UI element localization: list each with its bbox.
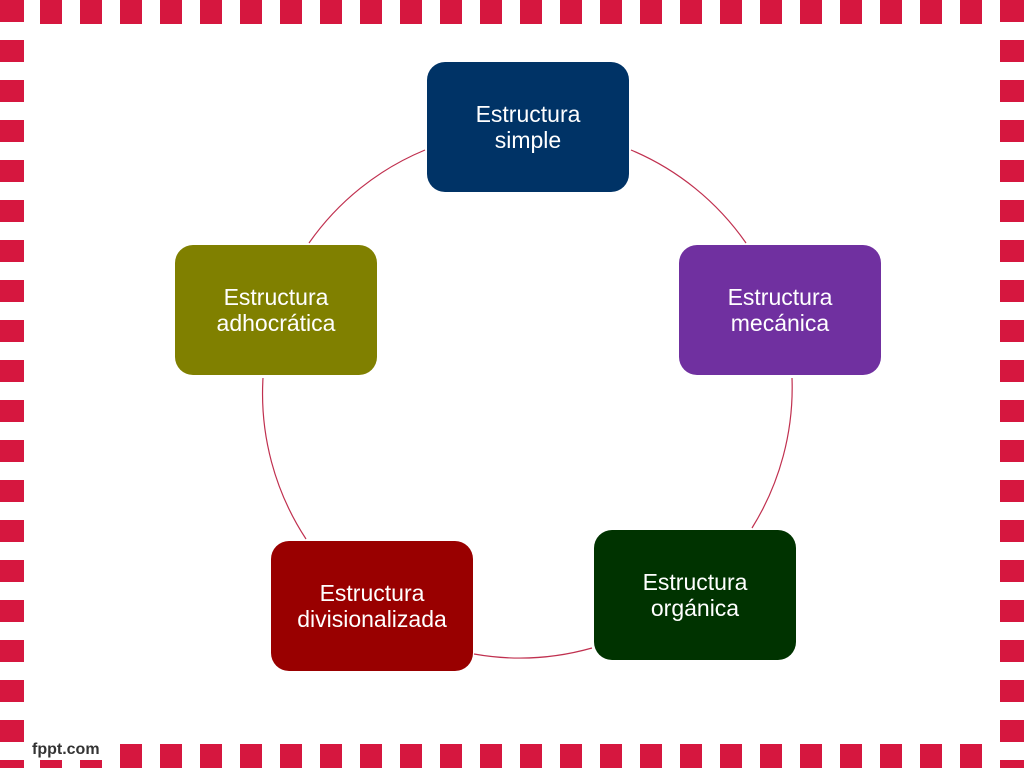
bottom-border [0, 744, 1024, 768]
arc-organica-division [473, 647, 593, 659]
node-estructura-simple: Estructura simple [427, 62, 629, 192]
arc-division-adhoc [261, 377, 307, 540]
node-estructura-organica: Estructura orgánica [594, 530, 796, 660]
arc-simple-mecanica [630, 149, 747, 244]
node-label: Estructura adhocrática [216, 283, 336, 336]
top-border [0, 0, 1024, 24]
arc-adhoc-simple [308, 149, 426, 244]
node-estructura-adhocratica: Estructura adhocrática [175, 245, 377, 375]
node-label: Estructura orgánica [642, 568, 748, 621]
right-border [1000, 0, 1024, 768]
node-estructura-mecanica: Estructura mecánica [679, 245, 881, 375]
node-label: Estructura mecánica [727, 283, 833, 336]
arc-mecanica-organica [751, 377, 793, 529]
footer-logo: fppt.com [28, 740, 104, 760]
left-border [0, 0, 24, 768]
node-label: Estructura simple [475, 100, 581, 153]
node-estructura-divisionalizada: Estructura divisionalizada [271, 541, 473, 671]
node-label: Estructura divisionalizada [297, 579, 447, 632]
